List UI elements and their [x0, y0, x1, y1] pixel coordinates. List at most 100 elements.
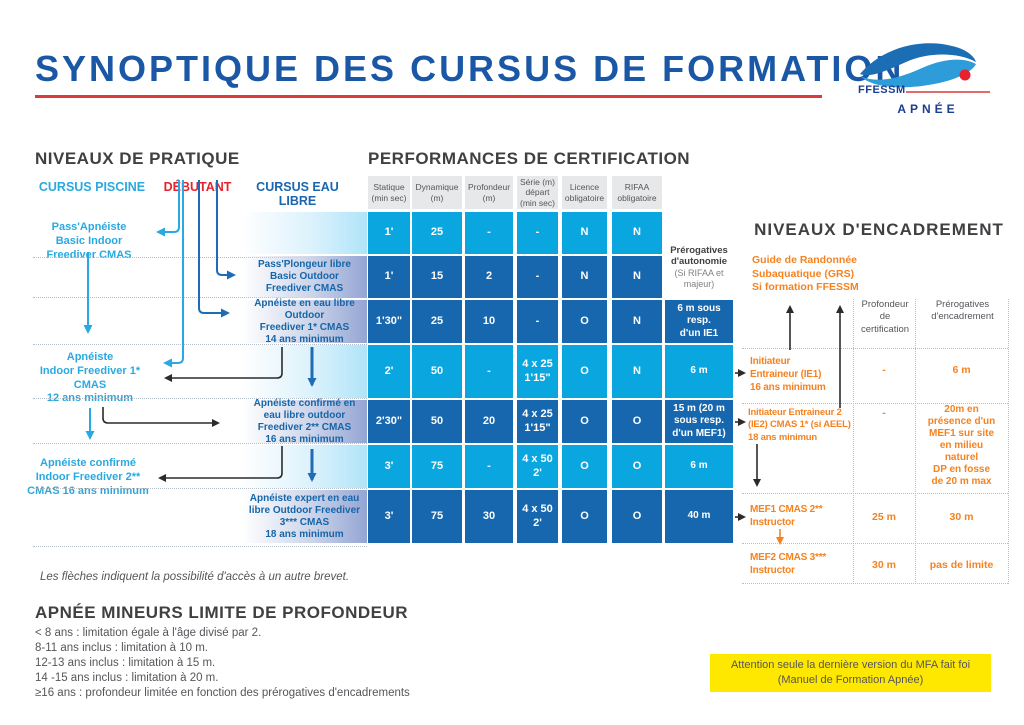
cert-cell: O — [562, 400, 607, 443]
minors-heading: APNÉE MINEURS LIMITE DE PROFONDEUR — [35, 603, 409, 622]
supervision-row-ie2-prerog: 20m en présence d'un MEF1 sur site en mi… — [927, 404, 996, 487]
practice-heading: NIVEAUX DE PRATIQUE — [35, 149, 240, 168]
cert-cell: 15 — [412, 256, 462, 298]
supervision-col-prerog: Prérogatives d'encadrement — [931, 299, 994, 323]
cert-col-header: Licence obligatoire — [562, 176, 607, 209]
autonomy-cell: 6 m — [665, 445, 733, 488]
cert-cell: - — [517, 256, 558, 298]
cert-col-header: RIFAA obligatoire — [612, 176, 662, 209]
supervision-divider — [742, 583, 1008, 584]
flow-dotted-line — [33, 488, 367, 489]
supervision-row-mef2-depth: 30 m — [872, 559, 896, 571]
ow-band — [242, 345, 367, 398]
supervision-row-mef2-label: MEF2 CMAS 3*** Instructor — [750, 552, 827, 576]
cert-cell: - — [465, 445, 513, 488]
cert-cell: 3' — [368, 490, 410, 543]
cert-cell: 4 x 50 2' — [517, 490, 558, 543]
autonomy-subtitle: (Si RIFAA et majeur) — [674, 267, 724, 289]
supervision-row-mef1-label: MEF1 CMAS 2** Instructor — [750, 504, 823, 528]
logo-brand: FFESSM — [858, 84, 906, 96]
cert-cell: - — [465, 345, 513, 398]
minors-line: ≥16 ans : profondeur limitée en fonction… — [35, 687, 410, 699]
cert-cell: 30 — [465, 490, 513, 543]
supervision-row-ie1-prerog: 6 m — [952, 364, 971, 376]
cert-cell: O — [612, 490, 662, 543]
autonomy-cell: 6 m — [665, 345, 733, 398]
title-underline — [35, 95, 822, 98]
logo-red-dot-icon — [959, 69, 971, 81]
supervision-divider — [1008, 299, 1009, 584]
certification-heading: PERFORMANCES DE CERTIFICATION — [368, 149, 691, 168]
cert-cell: O — [612, 445, 662, 488]
cert-cell: 2'30" — [368, 400, 410, 443]
arrows-note: Les flèches indiquent la possibilité d'a… — [40, 571, 350, 583]
cert-col-header: Dynamique (m) — [412, 176, 462, 209]
cert-cell: - — [517, 300, 558, 343]
autonomy-cell: 40 m — [665, 490, 733, 543]
cert-col-header: Profondeur (m) — [465, 176, 513, 209]
minors-line: 14 -15 ans inclus : limitation à 20 m. — [35, 672, 219, 684]
cert-cell: N — [562, 212, 607, 254]
pool-level-apneiste-confirme: Apnéiste confirmé Indoor Freediver 2** C… — [27, 457, 149, 497]
ow-band — [242, 212, 367, 254]
supervision-row-mef2-prerog: pas de limite — [929, 559, 994, 571]
cert-cell: - — [465, 212, 513, 254]
cert-col-header: Statique (min sec) — [368, 176, 410, 209]
minors-line: 8-11 ans inclus : limitation à 10 m. — [35, 642, 209, 654]
supervision-row-ie2-depth: - — [882, 407, 886, 419]
ow-band-apneiste-eau-libre: Apnéiste en eau libre Outdoor Freediver … — [242, 298, 367, 345]
flow-dotted-line — [33, 443, 367, 444]
autonomy-cell: 6 m sous resp. d'un IE1 — [665, 300, 733, 343]
cert-cell: N — [612, 345, 662, 398]
supervision-divider — [915, 299, 916, 584]
supervision-row-ie1-label: Initiateur Entraineur (IE1) 16 ans minim… — [750, 356, 826, 393]
flow-dotted-line — [33, 344, 367, 345]
col-header-debutant: DÉBUTANT — [163, 180, 232, 194]
cert-cell: 75 — [412, 445, 462, 488]
cert-cell: 25 — [412, 300, 462, 343]
cert-cell: N — [612, 256, 662, 298]
cert-cell: 2' — [368, 345, 410, 398]
supervision-row-ie2-label: Initiateur Entraineur 2 (IE2) CMAS 1* (s… — [748, 407, 851, 443]
cert-cell: 3' — [368, 445, 410, 488]
flow-dotted-line — [33, 546, 367, 547]
cert-cell: 25 — [412, 212, 462, 254]
mfa-warning-box: Attention seule la dernière version du M… — [710, 654, 991, 692]
cert-cell: 50 — [412, 345, 462, 398]
page-title: SYNOPTIQUE DES CURSUS DE FORMATION — [35, 48, 905, 89]
pool-level-apneiste: Apnéiste Indoor Freediver 1* CMAS 12 ans… — [39, 351, 141, 405]
supervision-divider — [742, 348, 1008, 349]
cert-cell: 4 x 50 2' — [517, 445, 558, 488]
logo-tagline: APNÉE — [897, 102, 959, 116]
cert-cell: N — [612, 212, 662, 254]
supervision-divider — [742, 493, 1008, 494]
minors-line: < 8 ans : limitation égale à l'âge divis… — [35, 627, 262, 639]
col-header-eau-libre: CURSUS EAU LIBRE — [256, 180, 339, 209]
cert-cell: - — [517, 212, 558, 254]
minors-line: 12-13 ans inclus : limitation à 15 m. — [35, 657, 216, 669]
ffessm-logo: FFESSM APNÉE — [848, 32, 1008, 132]
supervision-divider — [742, 403, 1008, 404]
cert-cell: O — [562, 490, 607, 543]
supervision-col-depth: Profondeur de certification — [860, 299, 910, 335]
cert-cell: N — [562, 256, 607, 298]
cert-cell: 50 — [412, 400, 462, 443]
cert-cell: O — [562, 445, 607, 488]
cert-cell: O — [562, 345, 607, 398]
cert-cell: 4 x 25 1'15" — [517, 400, 558, 443]
col-header-piscine: CURSUS PISCINE — [38, 180, 146, 194]
cert-cell: 1'30" — [368, 300, 410, 343]
supervision-row-mef1-depth: 25 m — [872, 511, 896, 523]
autonomy-title: Prérogatives d'autonomie — [670, 245, 728, 268]
supervision-divider — [742, 543, 1008, 544]
wave-logo-icon — [860, 43, 990, 93]
ow-band-apneiste-confirme: Apnéiste confirmé en eau libre outdoor F… — [242, 398, 367, 445]
autonomy-header: Prérogatives d'autonomie (Si RIFAA et ma… — [662, 245, 736, 289]
supervision-divider — [853, 299, 854, 584]
ow-band-pass-plongeur: Pass'Plongeur libre Basic Outdoor Freedi… — [242, 256, 367, 298]
supervision-heading: NIVEAUX D'ENCADREMENT — [754, 220, 1004, 239]
cert-cell: 20 — [465, 400, 513, 443]
cert-col-header: Série (m) départ (min sec) — [517, 176, 558, 209]
autonomy-cell: 15 m (20 m sous resp. d'un MEF1) — [665, 400, 733, 443]
